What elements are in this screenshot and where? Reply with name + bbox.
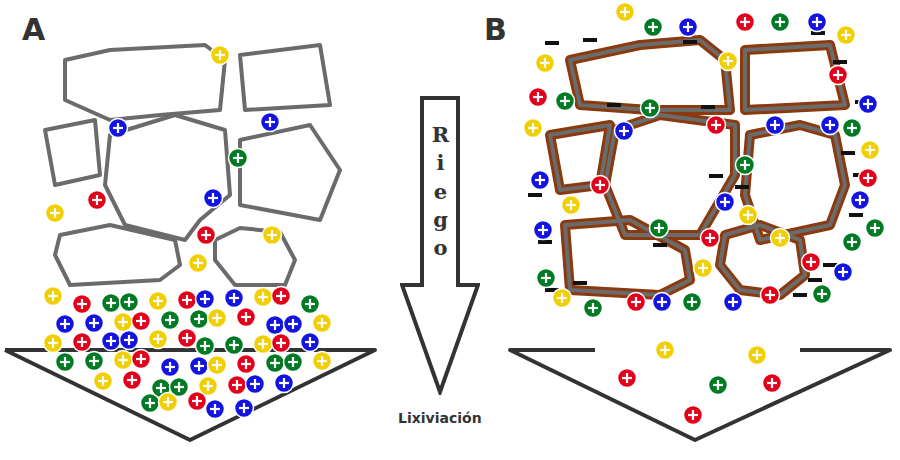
- panel-letter: A: [22, 12, 45, 47]
- process-label: Lixiviación: [398, 410, 482, 426]
- negative-charges: [528, 33, 869, 295]
- cations: [44, 3, 885, 425]
- arrow-shape: Riego: [400, 95, 480, 395]
- panel-letter: B: [484, 12, 507, 47]
- arrow-label: Riego: [430, 121, 451, 263]
